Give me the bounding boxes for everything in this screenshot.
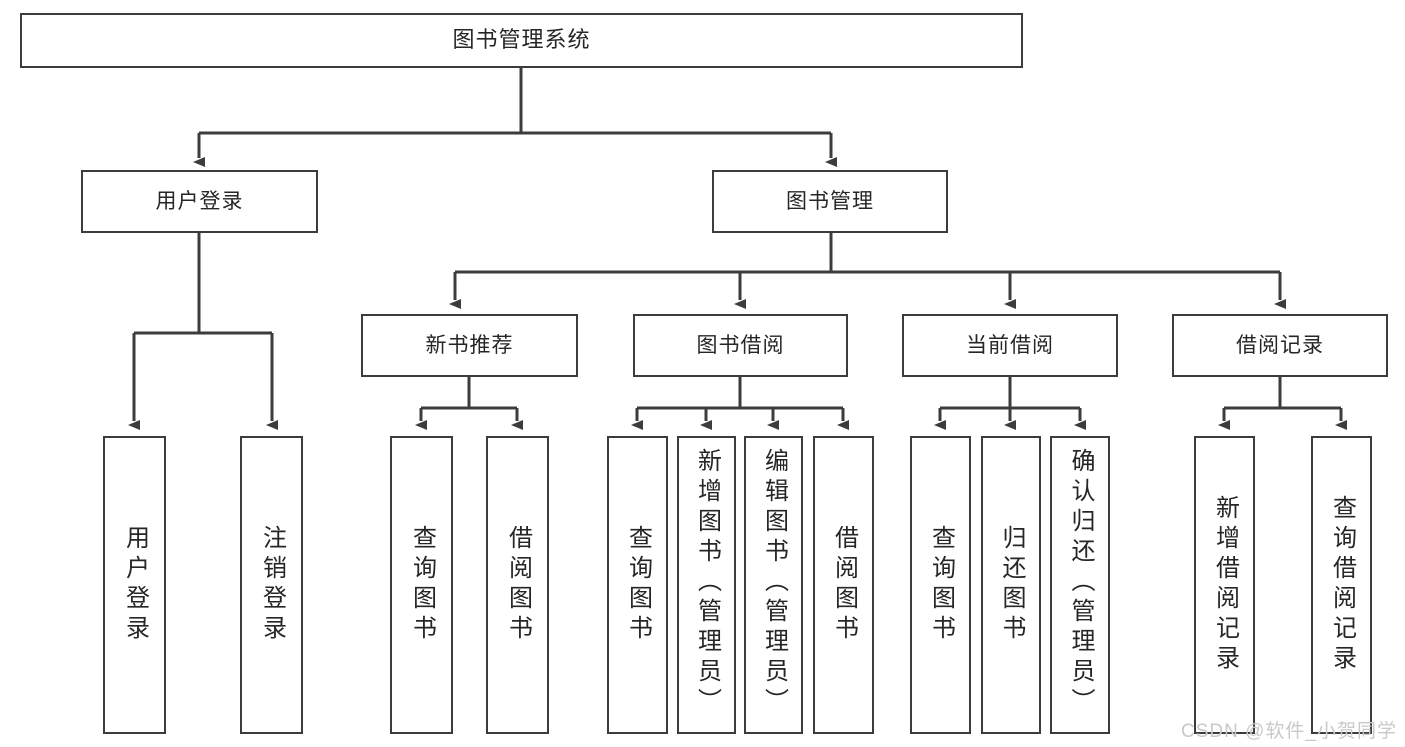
node-new-book-rec[interactable]: 新书推荐	[361, 314, 578, 377]
leaf-confirm-return-label: 确认归还（管理员）	[1067, 448, 1094, 718]
node-book-manage[interactable]: 图书管理	[712, 170, 948, 233]
node-root-label: 图书管理系统	[452, 27, 591, 53]
node-borrow-record[interactable]: 借阅记录	[1172, 314, 1388, 377]
leaf-user-login[interactable]: 用户登录	[103, 436, 166, 734]
leaf-query-record[interactable]: 查询借阅记录	[1311, 436, 1372, 734]
leaf-return-book[interactable]: 归还图书	[981, 436, 1041, 734]
leaf-borrow-book-2[interactable]: 借阅图书	[813, 436, 874, 734]
leaf-add-record[interactable]: 新增借阅记录	[1194, 436, 1255, 734]
leaf-borrow-book-2-label: 借阅图书	[830, 525, 858, 645]
node-user-login-label: 用户登录	[155, 189, 244, 213]
leaf-query-book-3-label: 查询图书	[927, 525, 955, 645]
leaf-logout[interactable]: 注销登录	[240, 436, 303, 734]
leaf-add-record-label: 新增借阅记录	[1211, 495, 1239, 675]
node-book-manage-label: 图书管理	[786, 189, 874, 213]
node-current-borrow[interactable]: 当前借阅	[902, 314, 1118, 377]
node-root[interactable]: 图书管理系统	[20, 13, 1023, 68]
leaf-edit-book-label: 编辑图书（管理员）	[760, 448, 788, 718]
node-new-book-rec-label: 新书推荐	[425, 333, 514, 357]
leaf-query-record-label: 查询借阅记录	[1328, 495, 1356, 675]
leaf-borrow-book-1[interactable]: 借阅图书	[486, 436, 549, 734]
leaf-query-book-1[interactable]: 查询图书	[390, 436, 453, 734]
node-borrow-record-label: 借阅记录	[1236, 333, 1324, 357]
leaf-return-book-label: 归还图书	[998, 525, 1025, 645]
leaf-borrow-book-1-label: 借阅图书	[504, 525, 532, 645]
leaf-query-book-2[interactable]: 查询图书	[607, 436, 668, 734]
leaf-add-book[interactable]: 新增图书（管理员）	[677, 436, 736, 734]
leaf-query-book-3[interactable]: 查询图书	[910, 436, 971, 734]
leaf-user-login-label: 用户登录	[121, 525, 149, 645]
leaf-query-book-1-label: 查询图书	[408, 525, 436, 645]
leaf-add-book-label: 新增图书（管理员）	[693, 448, 721, 718]
leaf-logout-label: 注销登录	[258, 525, 286, 645]
leaf-edit-book[interactable]: 编辑图书（管理员）	[744, 436, 803, 734]
node-user-login[interactable]: 用户登录	[81, 170, 318, 233]
node-book-borrow-label: 图书借阅	[696, 333, 785, 357]
node-current-borrow-label: 当前借阅	[966, 333, 1054, 357]
leaf-query-book-2-label: 查询图书	[624, 525, 652, 645]
node-book-borrow[interactable]: 图书借阅	[633, 314, 848, 377]
leaf-confirm-return[interactable]: 确认归还（管理员）	[1050, 436, 1110, 734]
